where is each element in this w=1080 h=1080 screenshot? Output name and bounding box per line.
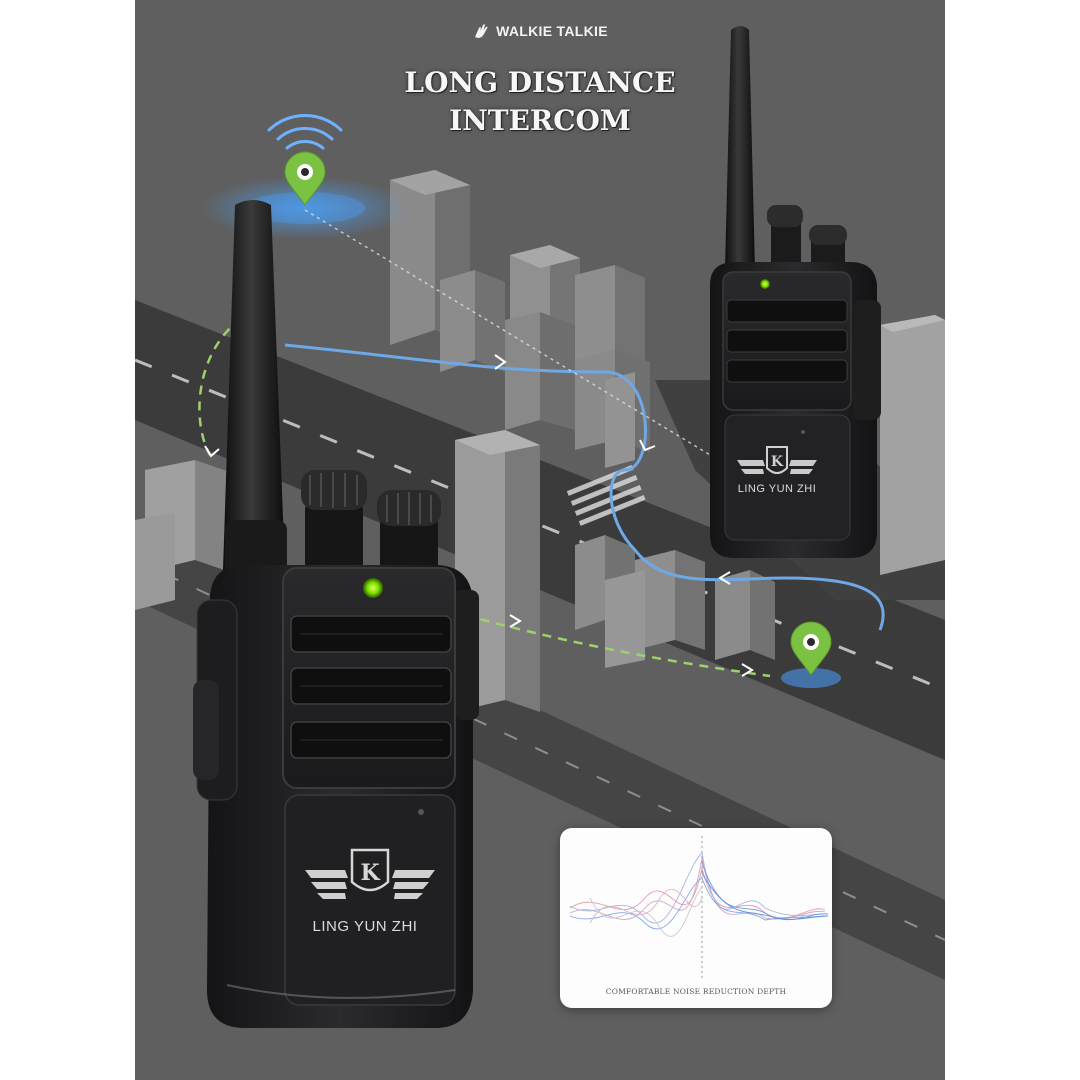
location-pin-icon	[790, 621, 832, 676]
headline-line-1: LONG DISTANCE	[404, 66, 676, 99]
status-led	[363, 578, 383, 598]
svg-text:K: K	[771, 454, 784, 470]
headline: LONG DISTANCE INTERCOM	[135, 64, 945, 140]
location-pin-icon	[284, 151, 326, 206]
signal-route	[284, 343, 885, 631]
brand-label: WALKIE TALKIE	[135, 22, 945, 40]
hand-wave-icon	[475, 24, 488, 38]
noise-reduction-caption: COMFORTABLE NOISE REDUCTION DEPTH	[605, 987, 787, 996]
product-poster: K	[135, 0, 945, 1080]
wifi-signal-icon	[267, 114, 343, 150]
front-walkie-talkie: K	[193, 200, 479, 1028]
buildings	[135, 170, 945, 712]
arrow-chevron-icon	[204, 354, 754, 677]
front-device-brand-name: LING YUN ZHI	[312, 918, 418, 935]
back-walkie-talkie: K	[710, 26, 881, 558]
svg-text:K: K	[360, 860, 380, 886]
winged-shield-logo-icon: K	[737, 446, 817, 474]
city-scene: K	[135, 0, 945, 1080]
noise-reduction-card: COMFORTABLE NOISE REDUCTION DEPTH	[560, 828, 832, 1008]
back-device-brand-name: LING YUN ZHI	[737, 483, 817, 495]
brand-text: WALKIE TALKIE	[496, 23, 608, 39]
winged-shield-logo-icon: K	[305, 848, 435, 899]
noise-wave-graphic	[569, 836, 829, 978]
headline-line-2: INTERCOM	[449, 104, 631, 137]
